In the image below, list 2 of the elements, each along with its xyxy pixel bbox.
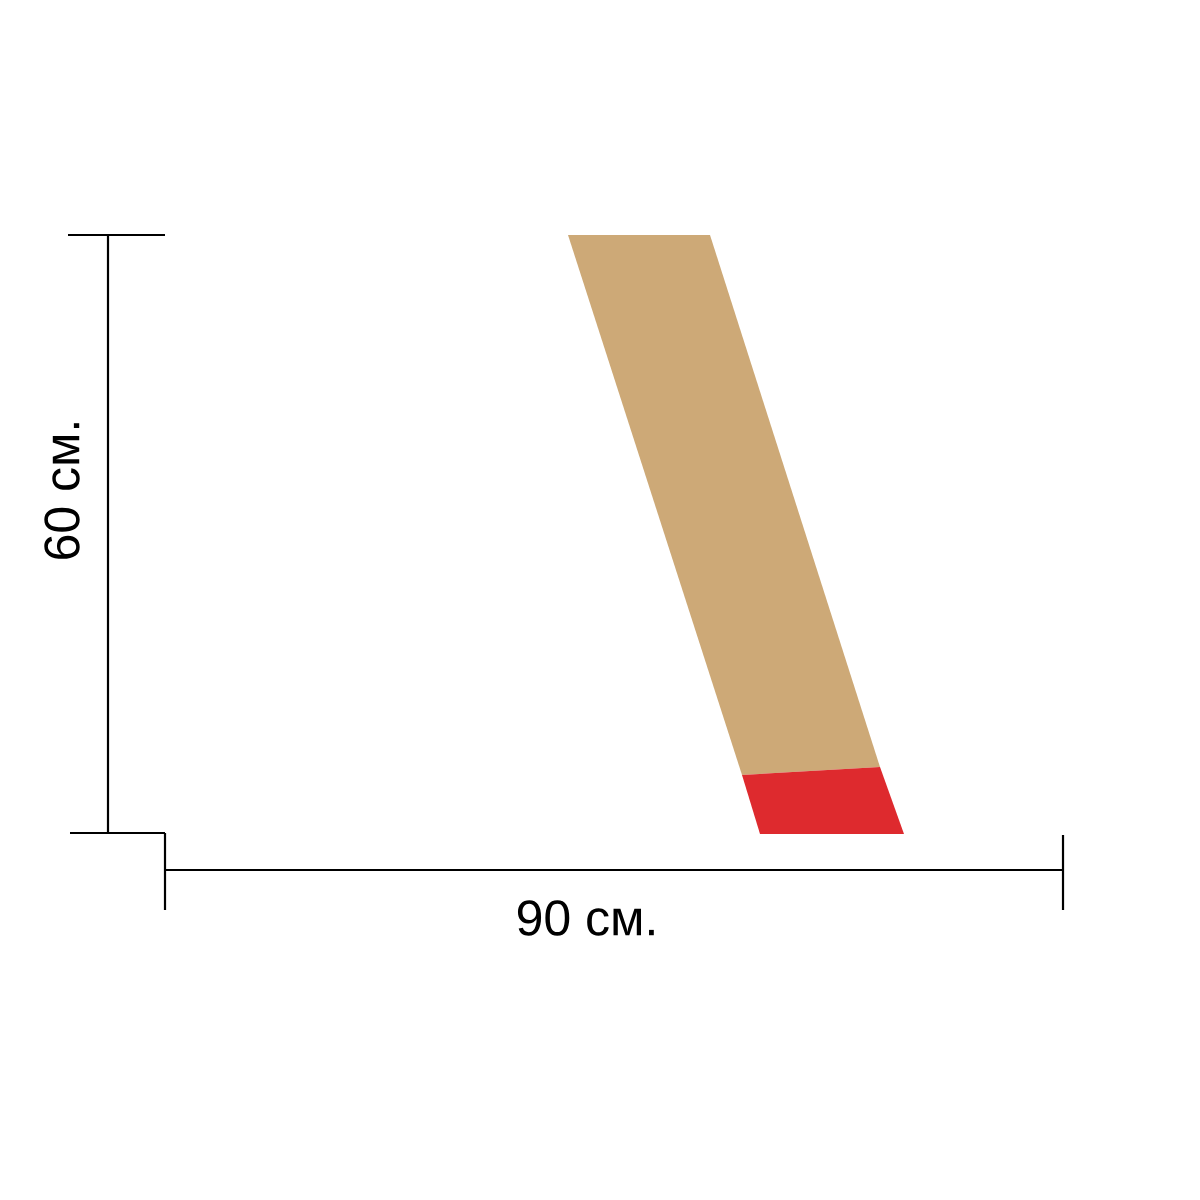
dimension-label: 90 см. bbox=[517, 900, 654, 936]
dimension-label: 60 см. bbox=[44, 423, 80, 559]
